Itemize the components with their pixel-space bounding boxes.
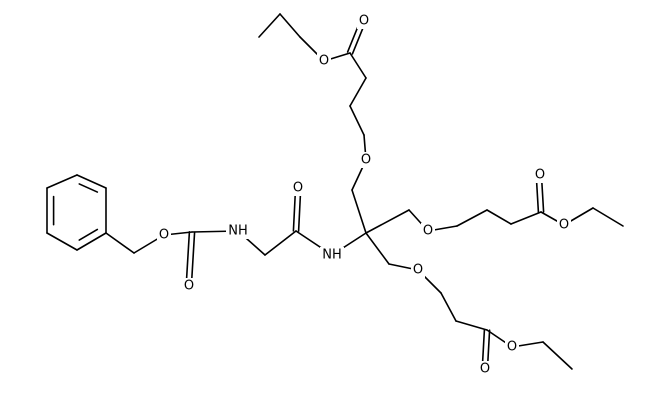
atom-o-ether-bottom: O (413, 263, 423, 278)
bond-mid-alpha-carbonyl (510, 211, 542, 225)
bond-benzene-1 (76, 174, 107, 189)
atom-o-carbonyl-mid-mask (533, 167, 547, 183)
atom-nh-carbamate: NH (228, 224, 248, 239)
atom-o-carbamate-ester-mask (157, 227, 171, 243)
atom-o-ester-bottom-mask (505, 339, 519, 355)
atom-o-ester-mid: O (559, 218, 569, 233)
atom-o-ester-top-mask (317, 53, 331, 69)
atom-o-ether-mid-mask (421, 223, 435, 239)
bond-benzene-6 (46, 174, 78, 189)
atom-o-carbonyl-mid: O (535, 168, 545, 183)
bond-mid-ethyl-ch3 (592, 207, 624, 227)
atom-o-ether-bottom-mask (411, 262, 425, 278)
atom-label-layer: O O O O O O O O O O O NH O NH (157, 13, 571, 377)
atom-o-carbamate-ester: O (159, 228, 169, 243)
atom-nh-amide: NH (322, 248, 342, 263)
bond-top-ch2-quaternary (351, 189, 367, 234)
atom-o-ether-top: O (361, 153, 371, 168)
bond-benzene-inner-2 (78, 228, 99, 241)
atom-o-carbonyl-top: O (359, 14, 369, 29)
atom-nh-carbamate-mask (226, 223, 250, 239)
atom-nh-amide-mask (320, 247, 344, 263)
bond-top-ethyl-ch3 (258, 13, 281, 38)
atom-o-ester-mid-mask (557, 217, 571, 233)
bond-mid-ch2-alpha (486, 209, 512, 225)
bond-top-beta-ch2 (349, 105, 365, 136)
bond-benzene-3 (76, 232, 107, 251)
bond-carbamate-carbonyl-double-a (185, 231, 191, 283)
bond-bottom-carbonyl-double-a (481, 329, 486, 367)
bond-top-carbonyl-alpha (349, 52, 367, 79)
bond-amide-carbonyl-ch2 (264, 230, 297, 256)
bond-bottom-ch2-carbonyl (455, 320, 488, 331)
atom-o-amide-carbonyl: O (293, 181, 303, 196)
bond-mid-carbonyl-double-a (540, 177, 545, 213)
bond-top-alpha-beta (349, 77, 367, 107)
bond-amide-carbonyl-double-a (297, 190, 302, 232)
atom-o-carbamate-carbonyl-mask (182, 278, 196, 294)
atom-o-ether-top-mask (359, 152, 373, 168)
bond-benzyl-ch2-ring (105, 232, 135, 254)
atom-o-ester-top: O (319, 54, 329, 69)
atom-o-carbonyl-bottom-mask (478, 361, 492, 377)
bond-top-ethyl-ch2 (279, 13, 301, 38)
atom-o-amide-carbonyl-mask (291, 180, 305, 196)
bond-amide-carbonyl-double-b (292, 190, 297, 232)
atom-o-ether-mid: O (423, 224, 433, 239)
bond-bottom-ch2-ch2 (440, 292, 457, 322)
bond-mid-carbonyl-double-b (535, 177, 540, 213)
bond-bottom-ethyl-ch3 (542, 341, 573, 370)
atom-o-carbonyl-bottom: O (480, 362, 490, 377)
bond-bottom-quaternary-ch2 (365, 232, 390, 265)
bond-bottom-carbonyl-double-b (486, 329, 491, 367)
bond-mid-quaternary-ch2 (365, 209, 410, 234)
bond-layer (46, 13, 624, 370)
bond-benzene-4 (46, 232, 78, 251)
atom-o-carbonyl-top-mask (357, 13, 371, 29)
bond-carbamate-carbonyl-double-b (190, 231, 196, 283)
bond-benzene-inner-1 (78, 183, 99, 193)
bond-mid-ch2-ch2 (456, 209, 488, 227)
atom-o-ester-bottom: O (507, 340, 517, 355)
atom-o-carbamate-carbonyl: O (184, 279, 194, 294)
